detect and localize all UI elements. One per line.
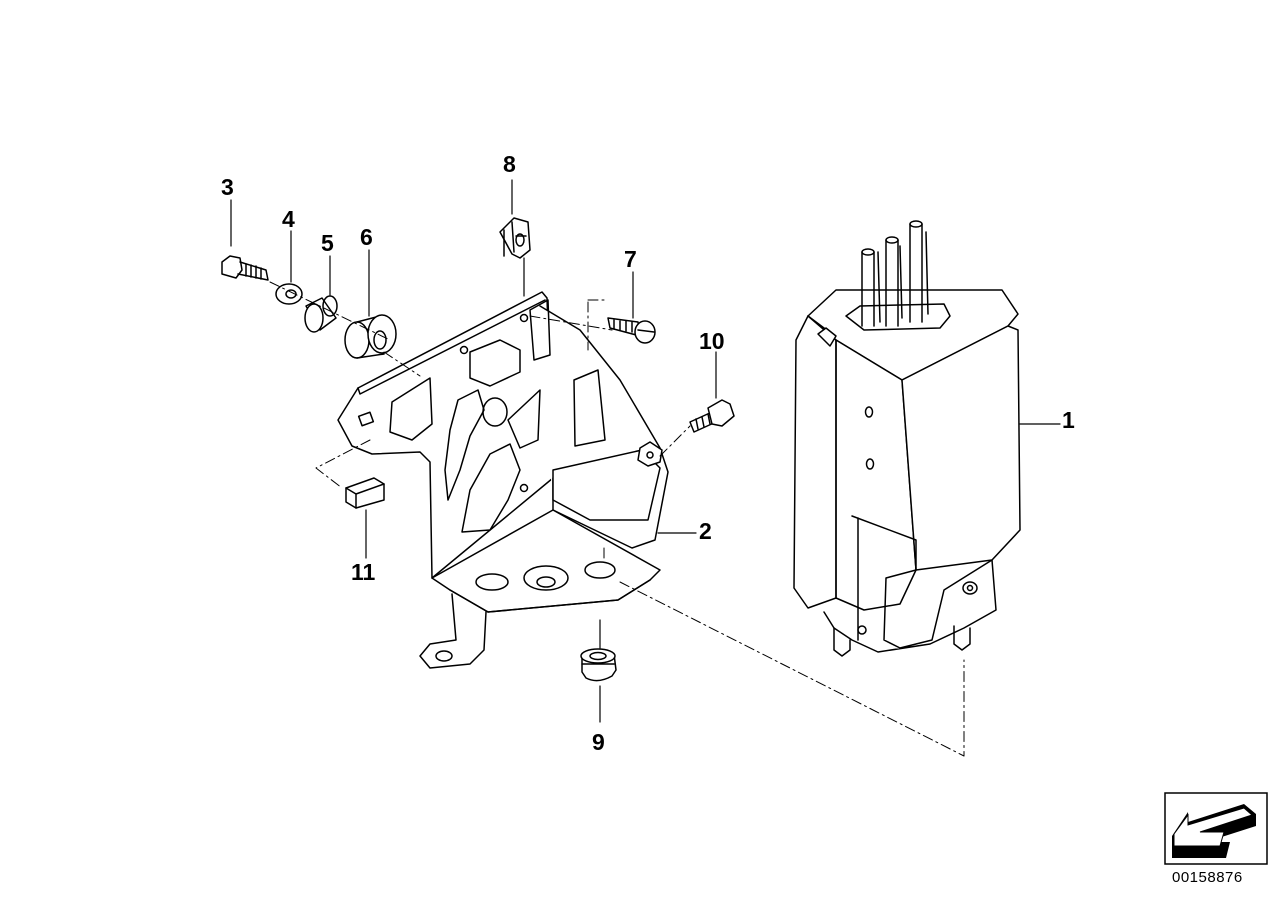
callout-2: 2 <box>699 518 712 544</box>
callout-1: 1 <box>1062 407 1075 433</box>
screw <box>607 317 656 344</box>
callout-11: 11 <box>351 559 376 585</box>
direction-arrow-icon <box>1164 792 1268 865</box>
callout-10: 10 <box>699 328 725 354</box>
callout-9: 9 <box>592 729 605 755</box>
callout-6: 6 <box>360 224 373 250</box>
callout-7: 7 <box>624 246 637 272</box>
control-module <box>793 220 1021 657</box>
callout-3: 3 <box>221 174 234 200</box>
plug-cap <box>345 477 385 509</box>
washer <box>275 283 303 305</box>
catalog-number: 00158876 <box>1172 869 1243 886</box>
callout-5: 5 <box>321 230 334 256</box>
mounting-bracket <box>337 291 669 669</box>
bushing <box>304 295 338 333</box>
callout-4: 4 <box>282 206 295 232</box>
speed-nut-clip <box>499 217 531 259</box>
grommet <box>580 648 617 682</box>
rubber-grommet <box>344 314 397 359</box>
hex-screw <box>689 399 735 433</box>
leader-lines <box>230 179 1061 723</box>
callout-8: 8 <box>503 151 516 177</box>
bolt <box>221 255 269 281</box>
assembly-lines <box>269 281 965 757</box>
